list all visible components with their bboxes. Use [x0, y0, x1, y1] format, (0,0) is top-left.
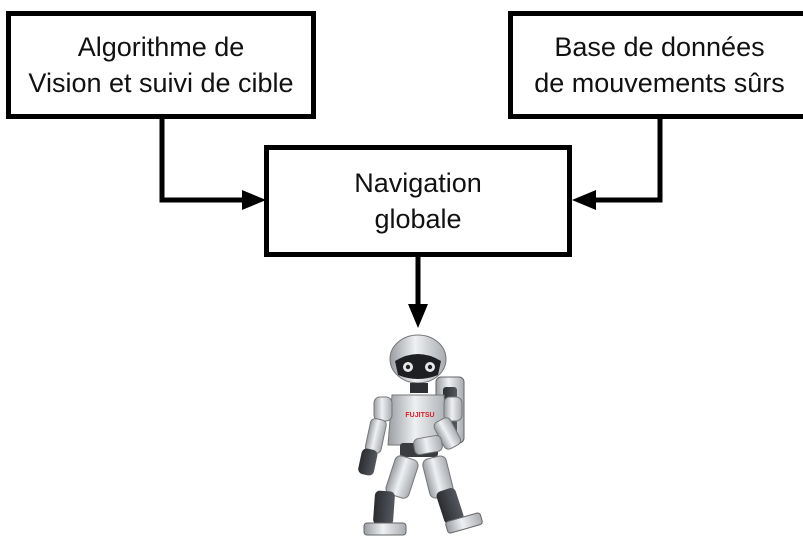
node-global-navigation: Navigation globale [264, 145, 572, 257]
arrowhead-right [242, 190, 266, 210]
node-vision-algorithm: Algorithme de Vision et suivi de cible [6, 11, 316, 119]
node-vision-line1: Algorithme de [77, 32, 245, 62]
arrowhead-down [408, 304, 428, 328]
node-base-line2: de mouvements sûrs [534, 68, 785, 98]
node-navigation-line2: globale [374, 204, 462, 234]
humanoid-robot-image: FUJITSU [358, 334, 483, 536]
node-safe-motion-database: Base de données de mouvements sûrs [508, 11, 803, 119]
robot-chest-logo: FUJITSU [405, 412, 434, 419]
edge-vision-to-navigation [159, 119, 246, 203]
arrowhead-left [572, 190, 596, 210]
node-navigation-line1: Navigation [354, 168, 482, 198]
node-vision-line2: Vision et suivi de cible [28, 68, 294, 98]
edge-base-to-navigation [592, 119, 663, 203]
node-base-line1: Base de données [554, 32, 765, 62]
